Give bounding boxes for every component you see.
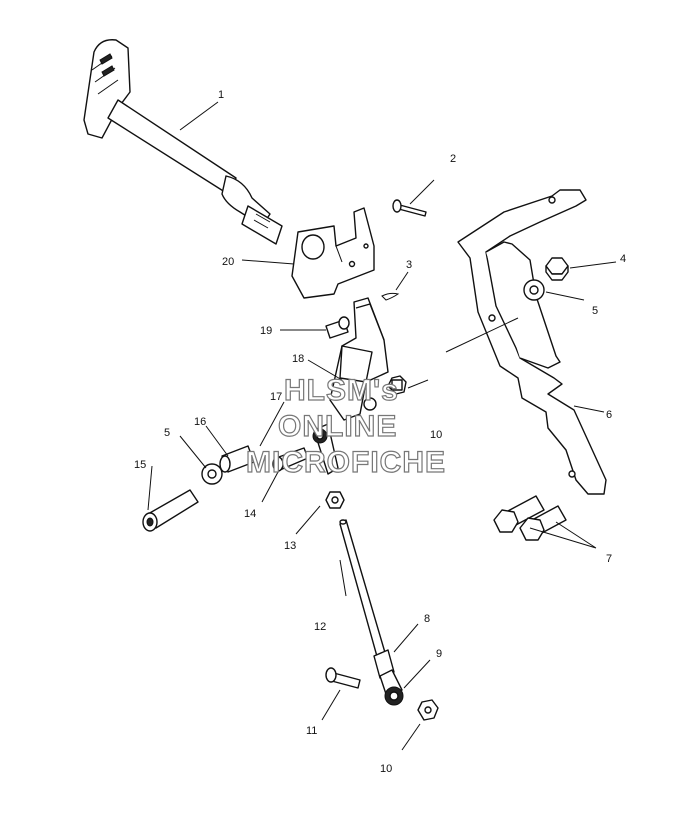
callout-8: 8 xyxy=(424,613,430,625)
callout-20: 20 xyxy=(222,256,234,268)
rod-end-link xyxy=(312,423,339,475)
nut-13 xyxy=(325,491,345,509)
nut-4 xyxy=(545,257,569,281)
callout-5-right: 5 xyxy=(592,305,598,317)
nut-10-lower xyxy=(417,699,439,721)
pivot-bracket xyxy=(329,297,389,421)
callout-17: 17 xyxy=(270,391,282,403)
watermark-line-2: ONLINE xyxy=(278,410,397,443)
clevis-pin-small xyxy=(392,199,427,217)
brake-rod xyxy=(339,519,387,661)
clevis-bolt xyxy=(272,447,309,472)
bolt-11 xyxy=(325,667,361,689)
bracket-plate xyxy=(291,207,375,299)
callout-16: 16 xyxy=(194,416,206,428)
mounting-bracket xyxy=(457,189,607,495)
bushing xyxy=(219,445,255,473)
washer-5-right xyxy=(523,279,545,301)
callout-4: 4 xyxy=(620,253,626,265)
callouts: 1 2 3 4 5 5 6 7 8 9 10 10 11 12 13 14 15… xyxy=(134,89,626,775)
callout-10-lower: 10 xyxy=(380,763,392,775)
leader-lines xyxy=(147,101,617,751)
watermark-line-3: MICROFICHE xyxy=(246,446,446,479)
pivot-pin xyxy=(325,316,350,339)
callout-13: 13 xyxy=(284,540,296,552)
watermark: HLSM's ONLINE MICROFICHE xyxy=(245,373,446,479)
callout-7: 7 xyxy=(606,553,612,565)
cotter-pin xyxy=(381,292,400,301)
callout-1: 1 xyxy=(218,89,224,101)
callout-14: 14 xyxy=(244,508,256,520)
callout-15: 15 xyxy=(134,459,146,471)
callout-10-upper: 10 xyxy=(430,429,442,441)
callout-18: 18 xyxy=(292,353,304,365)
watermark-line-1: HLSM's xyxy=(284,374,399,407)
nut-10-upper xyxy=(387,375,407,395)
callout-12: 12 xyxy=(314,621,326,633)
bolt-15 xyxy=(142,489,199,532)
rod-end xyxy=(373,649,404,706)
callout-3: 3 xyxy=(406,259,412,271)
callout-5-left: 5 xyxy=(164,427,170,439)
callout-6: 6 xyxy=(606,409,612,421)
washer-5-left xyxy=(201,463,223,485)
bolts-7 xyxy=(493,495,567,541)
callout-19: 19 xyxy=(260,325,272,337)
callout-2: 2 xyxy=(450,153,456,165)
callout-11: 11 xyxy=(306,725,317,737)
callout-9: 9 xyxy=(436,648,442,660)
brake-pedal xyxy=(83,39,283,245)
